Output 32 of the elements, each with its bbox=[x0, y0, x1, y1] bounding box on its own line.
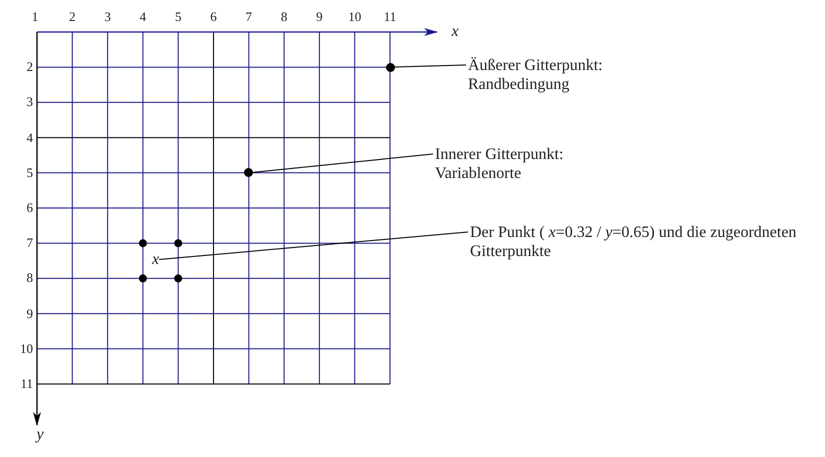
axis-label: y bbox=[36, 428, 44, 442]
column-number: 10 bbox=[348, 10, 362, 24]
callout-text: Der Punkt ( x=0.32 / y=0.65) und die zugeordneten Gitterpunkte bbox=[470, 223, 825, 261]
row-number: 2 bbox=[26, 60, 33, 74]
row-number: 9 bbox=[26, 306, 33, 321]
column-number: 2 bbox=[69, 10, 76, 24]
row-number: 5 bbox=[26, 166, 33, 180]
column-number: 7 bbox=[246, 10, 252, 24]
point-marker: x bbox=[152, 250, 160, 269]
column-number: 9 bbox=[316, 10, 323, 24]
row-number: 8 bbox=[26, 271, 33, 286]
column-number: 3 bbox=[104, 10, 111, 24]
grid-point bbox=[386, 62, 394, 72]
leader-line bbox=[252, 154, 434, 173]
column-number: 6 bbox=[210, 10, 217, 24]
row-number: 7 bbox=[26, 236, 33, 250]
leader-line bbox=[394, 64, 466, 68]
callout-text: Äußerer Gitterpunkt: Randbedingung bbox=[468, 56, 643, 94]
column-number: 5 bbox=[174, 10, 182, 24]
column-number: 11 bbox=[384, 10, 396, 24]
row-number: 6 bbox=[26, 201, 33, 215]
leader-line bbox=[158, 232, 468, 260]
row-number: 11 bbox=[20, 377, 33, 391]
column-number: 8 bbox=[280, 10, 288, 24]
row-number: 10 bbox=[20, 342, 33, 356]
grid-point bbox=[244, 168, 254, 178]
column-number: 4 bbox=[140, 10, 146, 24]
axis-label: x bbox=[451, 25, 459, 39]
row-number: 4 bbox=[26, 130, 33, 145]
column-number: 1 bbox=[32, 10, 38, 24]
row-number: 3 bbox=[26, 95, 33, 110]
callout-text: Innerer Gitterpunkt: Variablenorte bbox=[435, 145, 610, 183]
